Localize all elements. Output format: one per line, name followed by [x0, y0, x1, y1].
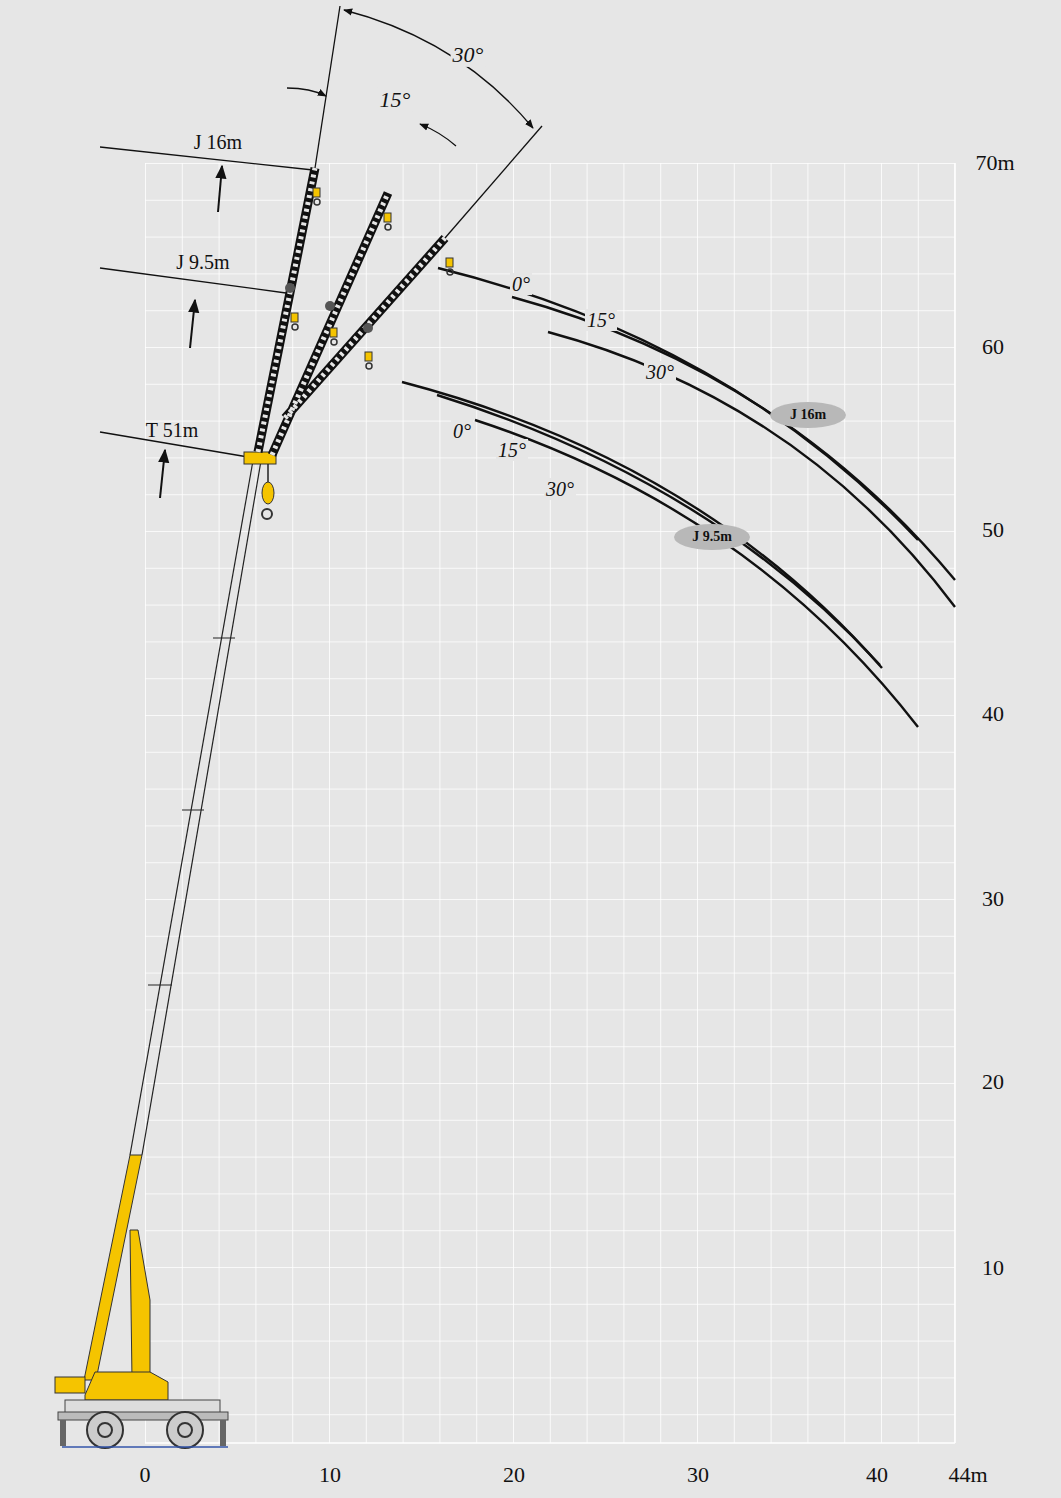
- axis-tick: 30: [980, 887, 1006, 911]
- axis-tick: 10: [317, 1463, 343, 1487]
- axis-tick: 20: [980, 1070, 1006, 1094]
- grid: [145, 163, 955, 1443]
- curve-badge: J 16m: [770, 402, 846, 428]
- curve-label: 0°: [451, 420, 473, 442]
- jib-label: J 16m: [192, 131, 244, 153]
- axis-tick: 50: [980, 518, 1006, 542]
- curve-label: 30°: [544, 478, 576, 500]
- range-curves: [402, 268, 955, 727]
- angle-label: 30°: [451, 43, 486, 67]
- axis-tick: 60: [980, 335, 1006, 359]
- angle-annotations: [100, 6, 542, 498]
- badge-text: J 9.5m: [692, 529, 732, 545]
- axis-tick: 0: [138, 1463, 153, 1487]
- curve-label: 0°: [510, 273, 532, 295]
- curve-label: 15°: [496, 439, 528, 461]
- curve-badge: J 9.5m: [674, 524, 750, 550]
- axis-tick: 40: [864, 1463, 890, 1487]
- axis-tick: 40: [980, 702, 1006, 726]
- jib-label: J 9.5m: [174, 251, 231, 273]
- curve-label: 15°: [585, 309, 617, 331]
- axis-tick: 44m: [946, 1463, 989, 1487]
- crane-carrier: [55, 1372, 228, 1448]
- axis-tick: 10: [980, 1256, 1006, 1280]
- curve-label: 30°: [644, 361, 676, 383]
- angle-label: 15°: [378, 88, 413, 112]
- axis-tick: 70m: [973, 151, 1016, 175]
- badge-text: J 16m: [790, 407, 826, 423]
- lattice-jibs: [258, 168, 453, 455]
- axis-tick: 30: [685, 1463, 711, 1487]
- boom-label: T 51m: [144, 419, 200, 441]
- axis-tick: 20: [501, 1463, 527, 1487]
- telescopic-boom: [84, 452, 276, 1380]
